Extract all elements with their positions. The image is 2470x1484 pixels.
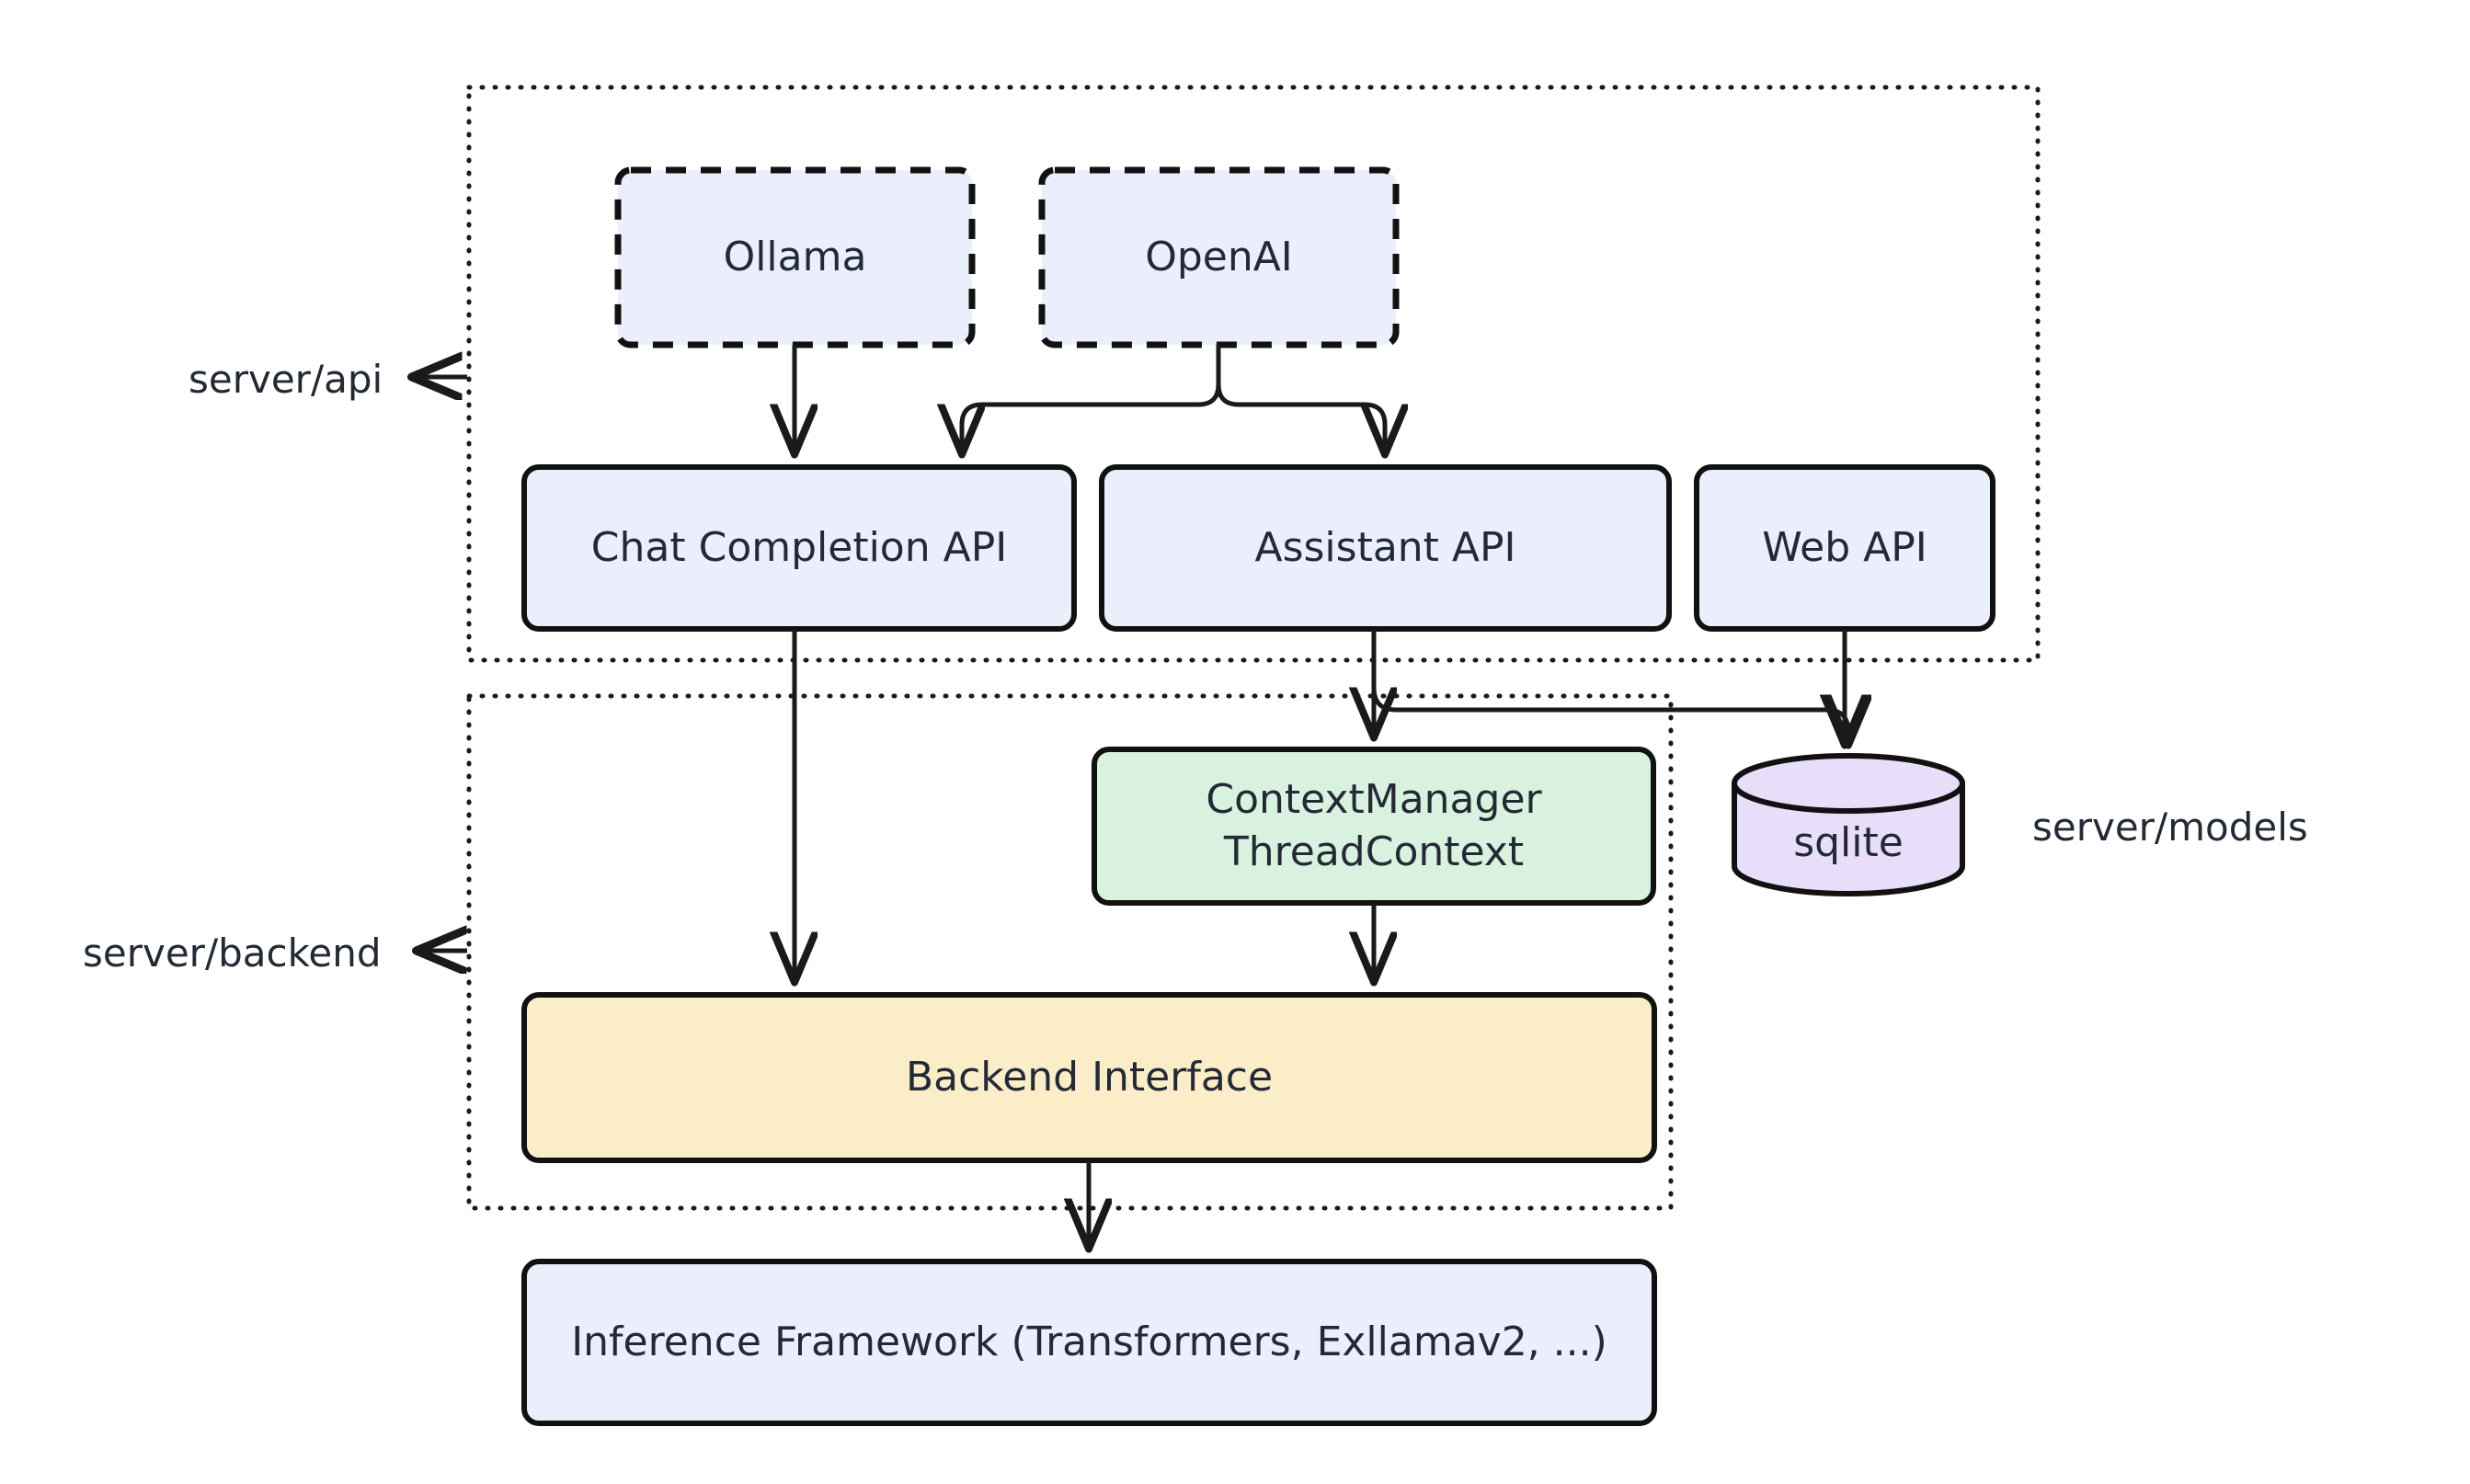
- edge-assistant-api-to-sqlite: [1371, 629, 1848, 743]
- edge-openai-to-assistant-api: [1216, 345, 1385, 452]
- node-backend-interface[interactable]: [521, 992, 1657, 1163]
- node-openai[interactable]: [1038, 166, 1400, 348]
- side-label-server-api: server/api: [189, 357, 383, 402]
- edge-openai-to-chat-completion-api: [962, 345, 1221, 452]
- node-assistant-api[interactable]: [1099, 464, 1672, 632]
- side-label-server-models: server/models: [2032, 805, 2308, 850]
- node-inference-framework[interactable]: [521, 1259, 1657, 1426]
- node-context-manager[interactable]: [1092, 747, 1656, 906]
- node-web-api[interactable]: [1694, 464, 1995, 632]
- node-sqlite[interactable]: [1732, 753, 1965, 896]
- container-server-api: [466, 85, 2041, 663]
- node-chat-completion-api[interactable]: [521, 464, 1077, 632]
- side-label-server-backend: server/backend: [83, 930, 382, 976]
- node-ollama[interactable]: [614, 166, 976, 348]
